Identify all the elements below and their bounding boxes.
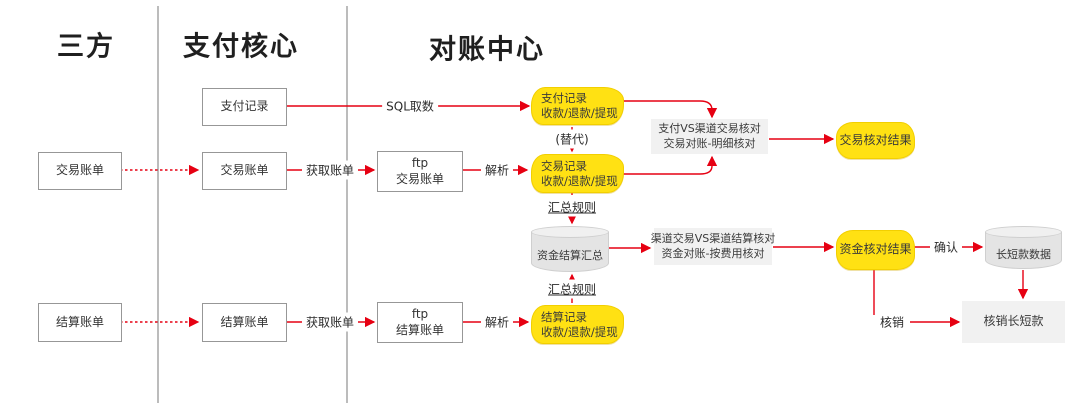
node-ftp-trade: ftp 交易账单 <box>377 151 463 192</box>
node-fund-check: 渠道交易VS渠道结算核对 资金对账-按费用核对 <box>651 228 775 265</box>
lane-header-core: 支付核心 <box>183 31 299 63</box>
edge-label-sql-fetch: SQL取数 <box>382 96 438 116</box>
edge-label-sum-rule-top: 汇总规则 <box>543 197 601 217</box>
edge-label-replace: (替代) <box>551 129 593 149</box>
node-trade-check: 支付VS渠道交易核对 交易对账-明细核对 <box>651 119 768 154</box>
edge-label-parse-trade: 解析 <box>480 160 514 180</box>
node-settle-bill-core: 结算账单 <box>202 303 287 342</box>
node-trade-check-result: 交易核对结果 <box>836 122 915 159</box>
node-ftp-settle-line1: ftp <box>411 306 429 321</box>
edge-label-get-bill-trade: 获取账单 <box>301 160 359 180</box>
node-trade-record-detail: 交易记录 收款/退款/提现 <box>531 154 624 193</box>
node-settle-bill-third: 结算账单 <box>38 303 122 342</box>
node-fund-check-line1: 渠道交易VS渠道结算核对 <box>650 232 776 246</box>
edge-traderecorddetail-tradecheck <box>615 155 718 175</box>
node-fund-check-result: 资金核对结果 <box>836 230 915 270</box>
cylinder-body <box>985 232 1062 269</box>
node-settle-record-detail-line2: 收款/退款/提现 <box>541 324 618 339</box>
node-trade-record-detail-line1: 交易记录 <box>541 158 587 173</box>
node-ftp-settle-line2: 结算账单 <box>395 322 444 337</box>
edge-label-get-bill-settle: 获取账单 <box>301 312 359 332</box>
edge-label-sum-rule-bottom: 汇总规则 <box>543 279 601 299</box>
node-writeoff-long-short: 核销长短款 <box>962 301 1065 343</box>
node-trade-check-line2: 交易对账-明细核对 <box>663 136 756 150</box>
cylinder-top <box>985 226 1062 238</box>
node-trade-bill-third: 交易账单 <box>38 152 122 190</box>
cylinder-body <box>531 232 609 272</box>
node-fund-settle-sum: 资金结算汇总 <box>531 226 609 272</box>
node-pay-record-detail-line2: 收款/退款/提现 <box>541 106 618 120</box>
node-long-short-data: 长短款数据 <box>985 226 1062 269</box>
lane-header-recon: 对账中心 <box>429 34 545 66</box>
edge-label-confirm: 确认 <box>929 237 963 257</box>
node-settle-record-detail-line1: 结算记录 <box>541 309 587 324</box>
node-ftp-trade-line1: ftp <box>411 155 429 170</box>
node-ftp-settle: ftp 结算账单 <box>377 302 463 343</box>
edge-payrecorddetail-tradecheck <box>615 100 718 119</box>
node-long-short-data-label: 长短款数据 <box>996 247 1051 261</box>
node-trade-check-line1: 支付VS渠道交易核对 <box>658 122 761 136</box>
node-pay-record-detail-line1: 支付记录 <box>541 91 587 106</box>
node-trade-bill-core: 交易账单 <box>202 152 287 190</box>
edge-label-parse-settle: 解析 <box>480 312 514 332</box>
node-fund-settle-sum-label: 资金结算汇总 <box>537 249 603 262</box>
lane-header-third: 三方 <box>57 31 115 63</box>
node-ftp-trade-line2: 交易账单 <box>395 171 444 186</box>
node-pay-record: 支付记录 <box>202 88 287 126</box>
node-pay-record-detail: 支付记录 收款/退款/提现 <box>531 87 624 125</box>
node-settle-record-detail: 结算记录 收款/退款/提现 <box>531 305 624 344</box>
edge-label-writeoff: 核销 <box>875 312 909 332</box>
node-fund-check-line2: 资金对账-按费用核对 <box>661 246 765 260</box>
node-trade-record-detail-line2: 收款/退款/提现 <box>541 173 618 188</box>
cylinder-top <box>531 226 609 238</box>
